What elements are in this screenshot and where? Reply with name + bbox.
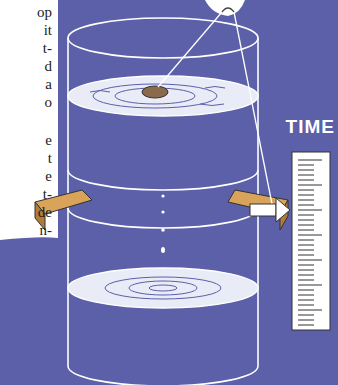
scale-tick bbox=[298, 185, 322, 186]
scale-tick bbox=[298, 165, 314, 166]
float bbox=[142, 86, 168, 98]
page-text-fragment: op bbox=[37, 4, 52, 21]
scale-tick bbox=[298, 260, 322, 261]
scale-tick bbox=[298, 325, 314, 326]
scale-tick bbox=[298, 205, 314, 206]
scale-tick bbox=[298, 320, 314, 321]
time-scale bbox=[292, 152, 330, 330]
page-text-fragment: de bbox=[38, 204, 52, 221]
scale-tick bbox=[298, 170, 314, 171]
scale-tick bbox=[298, 190, 314, 191]
scale-tick bbox=[298, 300, 314, 301]
scale-tick bbox=[298, 280, 314, 281]
vessel-bottom bbox=[68, 366, 258, 385]
scale-tick bbox=[298, 220, 314, 221]
scale-tick bbox=[298, 290, 314, 291]
scale-tick bbox=[298, 315, 314, 316]
page-text-fragment: d bbox=[45, 58, 53, 75]
page-text-fragment: a bbox=[45, 76, 52, 93]
scale-tick bbox=[298, 175, 314, 176]
drips bbox=[161, 194, 165, 253]
upper-bottom bbox=[68, 170, 258, 190]
page-text-fragment: o bbox=[45, 94, 53, 111]
float-string bbox=[158, 12, 222, 87]
scale-tick bbox=[298, 225, 314, 226]
scale-tick bbox=[298, 180, 314, 181]
page-margin bbox=[0, 0, 58, 240]
string bbox=[158, 8, 272, 204]
scale-tick bbox=[298, 265, 314, 266]
top-margin bbox=[205, 0, 245, 16]
scale-tick bbox=[298, 240, 314, 241]
scale-tick bbox=[298, 200, 314, 201]
scale-tick bbox=[298, 245, 314, 246]
pointer-string bbox=[234, 12, 272, 204]
scale-tick bbox=[298, 270, 314, 271]
scale-tick bbox=[298, 235, 322, 236]
scale-tick bbox=[298, 215, 314, 216]
scale-title: TIME bbox=[286, 117, 335, 137]
scale-tick bbox=[298, 275, 314, 276]
pointer bbox=[250, 198, 290, 222]
scale-tick bbox=[298, 210, 322, 211]
scale-tick bbox=[298, 295, 314, 296]
page-text-fragment: e bbox=[45, 168, 52, 185]
page-text-fragment: it bbox=[44, 22, 52, 39]
ripples bbox=[90, 84, 225, 108]
scale-tick bbox=[298, 195, 314, 196]
page-text-fragment: e bbox=[45, 132, 52, 149]
page-text-fragment: t bbox=[48, 150, 52, 167]
scale-tick bbox=[298, 250, 314, 251]
page-text-fragment: t- bbox=[43, 40, 52, 57]
supports bbox=[35, 190, 288, 230]
page-text-fragment: n- bbox=[40, 222, 53, 239]
scale-tick bbox=[298, 230, 314, 231]
page-text-fragment: t- bbox=[43, 186, 52, 203]
scale-tick bbox=[298, 305, 314, 306]
scale-tick bbox=[298, 310, 322, 311]
scale-tick bbox=[298, 255, 314, 256]
vessel-rim bbox=[68, 18, 258, 58]
water-surface bbox=[68, 268, 258, 308]
lower-water bbox=[68, 268, 258, 308]
scale-tick bbox=[298, 160, 322, 161]
scale-tick bbox=[298, 285, 322, 286]
lower-rim bbox=[68, 208, 258, 228]
